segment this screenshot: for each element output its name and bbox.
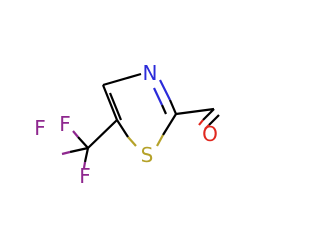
atom-f-bottom-label: F (79, 164, 91, 188)
bond-c2-s1-yellow (156, 134, 164, 147)
bond-n3-c2-inner (153, 87, 163, 106)
bond-n3-c2-outer-black (168, 99, 178, 115)
bond-n3-c2-outer (159, 79, 171, 101)
bond-c4-c5-double-inner (108, 92, 123, 121)
bond-c2-s1 (162, 113, 177, 136)
bond-s1-c5 (116, 119, 129, 138)
atom-o-label: O (202, 122, 218, 146)
bond-n3-c2-inner-black (160, 104, 168, 115)
bond-cf3-f-top-purple (72, 130, 79, 138)
bond-cho-o-1-red (198, 119, 204, 126)
atom-s-label: S (141, 143, 154, 167)
bond-cf3-f-left-purple (61, 150, 71, 156)
bond-cho-o-2 (208, 114, 220, 126)
bond-c5-cf3 (87, 119, 118, 149)
bond-c2-cho (175, 107, 215, 116)
bond-s1-c5-yellow (127, 136, 137, 147)
atom-f-left-label: F (34, 116, 46, 140)
bond-c4-n3 (102, 72, 142, 87)
atom-f-top-label: F (59, 112, 71, 136)
bond-cho-o-1 (202, 108, 215, 121)
bond-cf3-f-left (69, 146, 89, 154)
bond-cf3-f-top (77, 136, 89, 149)
bond-cf3-f-bottom (83, 147, 90, 163)
bond-cho-o-2-red (204, 124, 210, 130)
chemical-structure-diagram: N S O F F F (34, 61, 220, 188)
atom-n-label: N (143, 61, 158, 85)
bond-c4-c5-double-outer (101, 84, 119, 121)
bond-cf3-f-bottom-purple (82, 161, 87, 169)
